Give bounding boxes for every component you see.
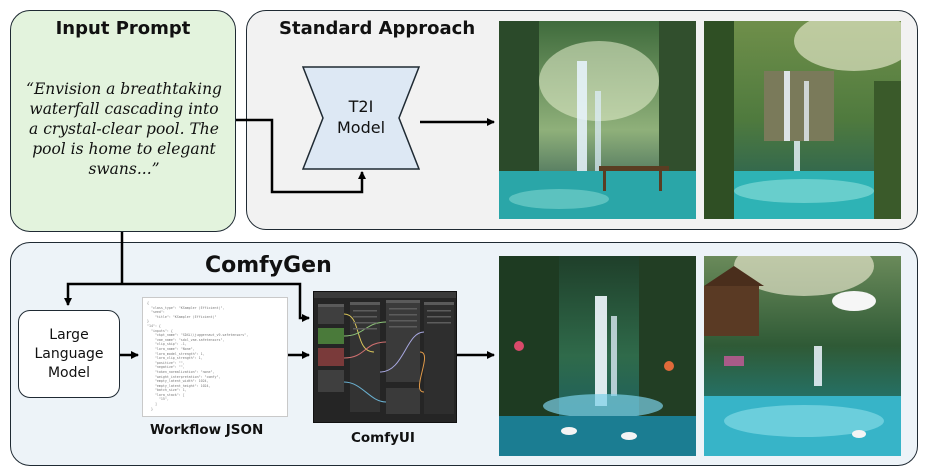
- standard-output-image-2: [704, 21, 901, 219]
- comfygen-output-image-1: [499, 256, 696, 456]
- workflow-json-code: { "class_type": "KSampler (Efficient)", …: [147, 301, 249, 411]
- llm-label-line1: Large: [49, 326, 89, 343]
- standard-approach-title: Standard Approach: [279, 18, 476, 39]
- comfygen-output-image-2: [704, 256, 901, 456]
- t2i-label-line2: Model: [336, 118, 386, 137]
- input-prompt-title: Input Prompt: [55, 18, 191, 39]
- prompt-line: swans...”: [88, 160, 160, 178]
- comfygen-title: ComfyGen: [205, 253, 332, 278]
- prompt-line: waterfall cascading into: [29, 100, 219, 118]
- t2i-label-line1: T2I: [348, 97, 374, 116]
- input-prompt-panel: Input Prompt “Envision a breathtaking wa…: [10, 10, 236, 232]
- comfyui-node-graph: [314, 292, 456, 414]
- prompt-line: “Envision a breathtaking: [26, 80, 222, 98]
- comfyui-caption: ComfyUI: [351, 430, 415, 446]
- prompt-line: pool is home to elegant: [32, 140, 216, 158]
- input-prompt-text: “Envision a breathtaking waterfall casca…: [15, 79, 233, 179]
- comfyui-screenshot: [313, 291, 457, 423]
- llm-label-line3: Model: [47, 364, 91, 381]
- llm-label-line2: Language: [34, 345, 104, 362]
- prompt-line: a crystal-clear pool. The: [29, 120, 219, 138]
- standard-output-image-1: [499, 21, 696, 219]
- llm-box: Large Language Model: [18, 310, 120, 398]
- workflow-json-caption: Workflow JSON: [150, 422, 264, 438]
- t2i-model-label: T2I Model: [302, 96, 420, 138]
- workflow-json-document: { "class_type": "KSampler (Efficient)", …: [142, 297, 288, 417]
